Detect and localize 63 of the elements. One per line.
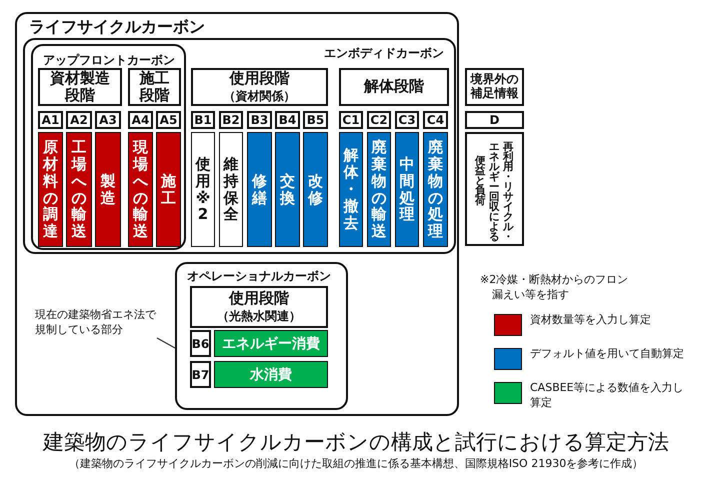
code-cell: A3 (95, 111, 121, 129)
code-cell: C4 (423, 111, 448, 129)
code-cell: B2 (219, 111, 243, 129)
process-bar: 中間処理 (395, 132, 419, 247)
stage-header: 資材製造段階 (38, 68, 122, 106)
group-box (31, 44, 186, 250)
group-box (23, 38, 456, 254)
code-cell: B7 (190, 361, 211, 388)
footnote-text: ※2冷媒・断熱材からのフロン漏えい等を指す (480, 272, 630, 303)
group-title: オペレーショナルカーボン (187, 268, 331, 285)
diagram-caption: （建築物のライフサイクルカーボンの削減に向けた取組の推進に係る基本構想、国際規格ISO 21930を参考に作成） (68, 456, 644, 471)
annotation-text: 現在の建築物省エネ法で規制している部分 (35, 308, 165, 348)
process-bar: 交換 (275, 132, 300, 247)
code-cell: A4 (128, 111, 153, 129)
stage-title: 使用段階 (230, 69, 290, 88)
process-bar: 原材料の調達 (38, 132, 63, 247)
legend-text: CASBEE等による数値を入力し算定 (530, 381, 685, 411)
legend-text: デフォルト値を用いて自動算定 (530, 347, 685, 362)
group-box (175, 262, 348, 410)
process-bar: 廃棄物の輸送 (367, 132, 391, 247)
code-cell: B5 (303, 111, 328, 129)
group-title: アップフロントカーボン (43, 52, 175, 69)
code-cell: B4 (275, 111, 300, 129)
code-cell: C2 (367, 111, 391, 129)
stage-header (190, 286, 328, 328)
stage-header: 施工段階 (128, 68, 181, 106)
process-bar: 維持保全 (219, 132, 243, 247)
stage-header: 境界外の補足情報 (465, 68, 524, 106)
info-text: 再利用・リサイクル・ (503, 142, 514, 240)
process-bar: 修繕 (247, 132, 272, 247)
stage-subtitle: （資材関係） (224, 88, 296, 105)
code-cell: C3 (395, 111, 419, 129)
process-bar: 現場への輸送 (128, 132, 153, 247)
stage-header: 解体段階 (339, 68, 449, 106)
process-bar: エネルギー消費 (214, 330, 328, 357)
process-bar: 廃棄物の処理 (423, 132, 448, 247)
group-title: ライフサイクルカーボン (29, 17, 205, 38)
process-bar: 工場への輸送 (66, 132, 92, 247)
group-box (15, 12, 459, 416)
code-cell: C1 (339, 111, 363, 129)
stage-header (191, 68, 328, 106)
code-cell: A5 (156, 111, 181, 129)
code-cell: B3 (247, 111, 272, 129)
process-bar: 使用※2 (191, 132, 215, 247)
process-bar: 施工 (156, 132, 181, 247)
code-cell: B1 (191, 111, 215, 129)
process-bar: 改修 (303, 132, 328, 247)
info-text: エネルギー回収による (488, 142, 500, 240)
info-text: 便益と負荷 (474, 156, 486, 209)
diagram-title: 建築物のライフサイクルカーボンの構成と試行における算定方法 (42, 429, 670, 456)
code-cell: A2 (66, 111, 92, 129)
leader-line (156, 337, 176, 349)
stage-subtitle: （光熱水関連） (217, 308, 301, 325)
code-cell: D (465, 111, 524, 129)
process-bar: 製造 (95, 132, 121, 247)
process-bar: 解体・撤去 (339, 132, 363, 247)
group-title: エンボディドカーボン (324, 45, 444, 62)
legend-text: 資材数量等を入力し算定 (530, 313, 652, 328)
info-box (465, 132, 524, 246)
process-bar: 水消費 (214, 361, 328, 388)
code-cell: A1 (38, 111, 63, 129)
code-cell: B6 (190, 330, 211, 357)
stage-title: 使用段階 (229, 289, 289, 308)
